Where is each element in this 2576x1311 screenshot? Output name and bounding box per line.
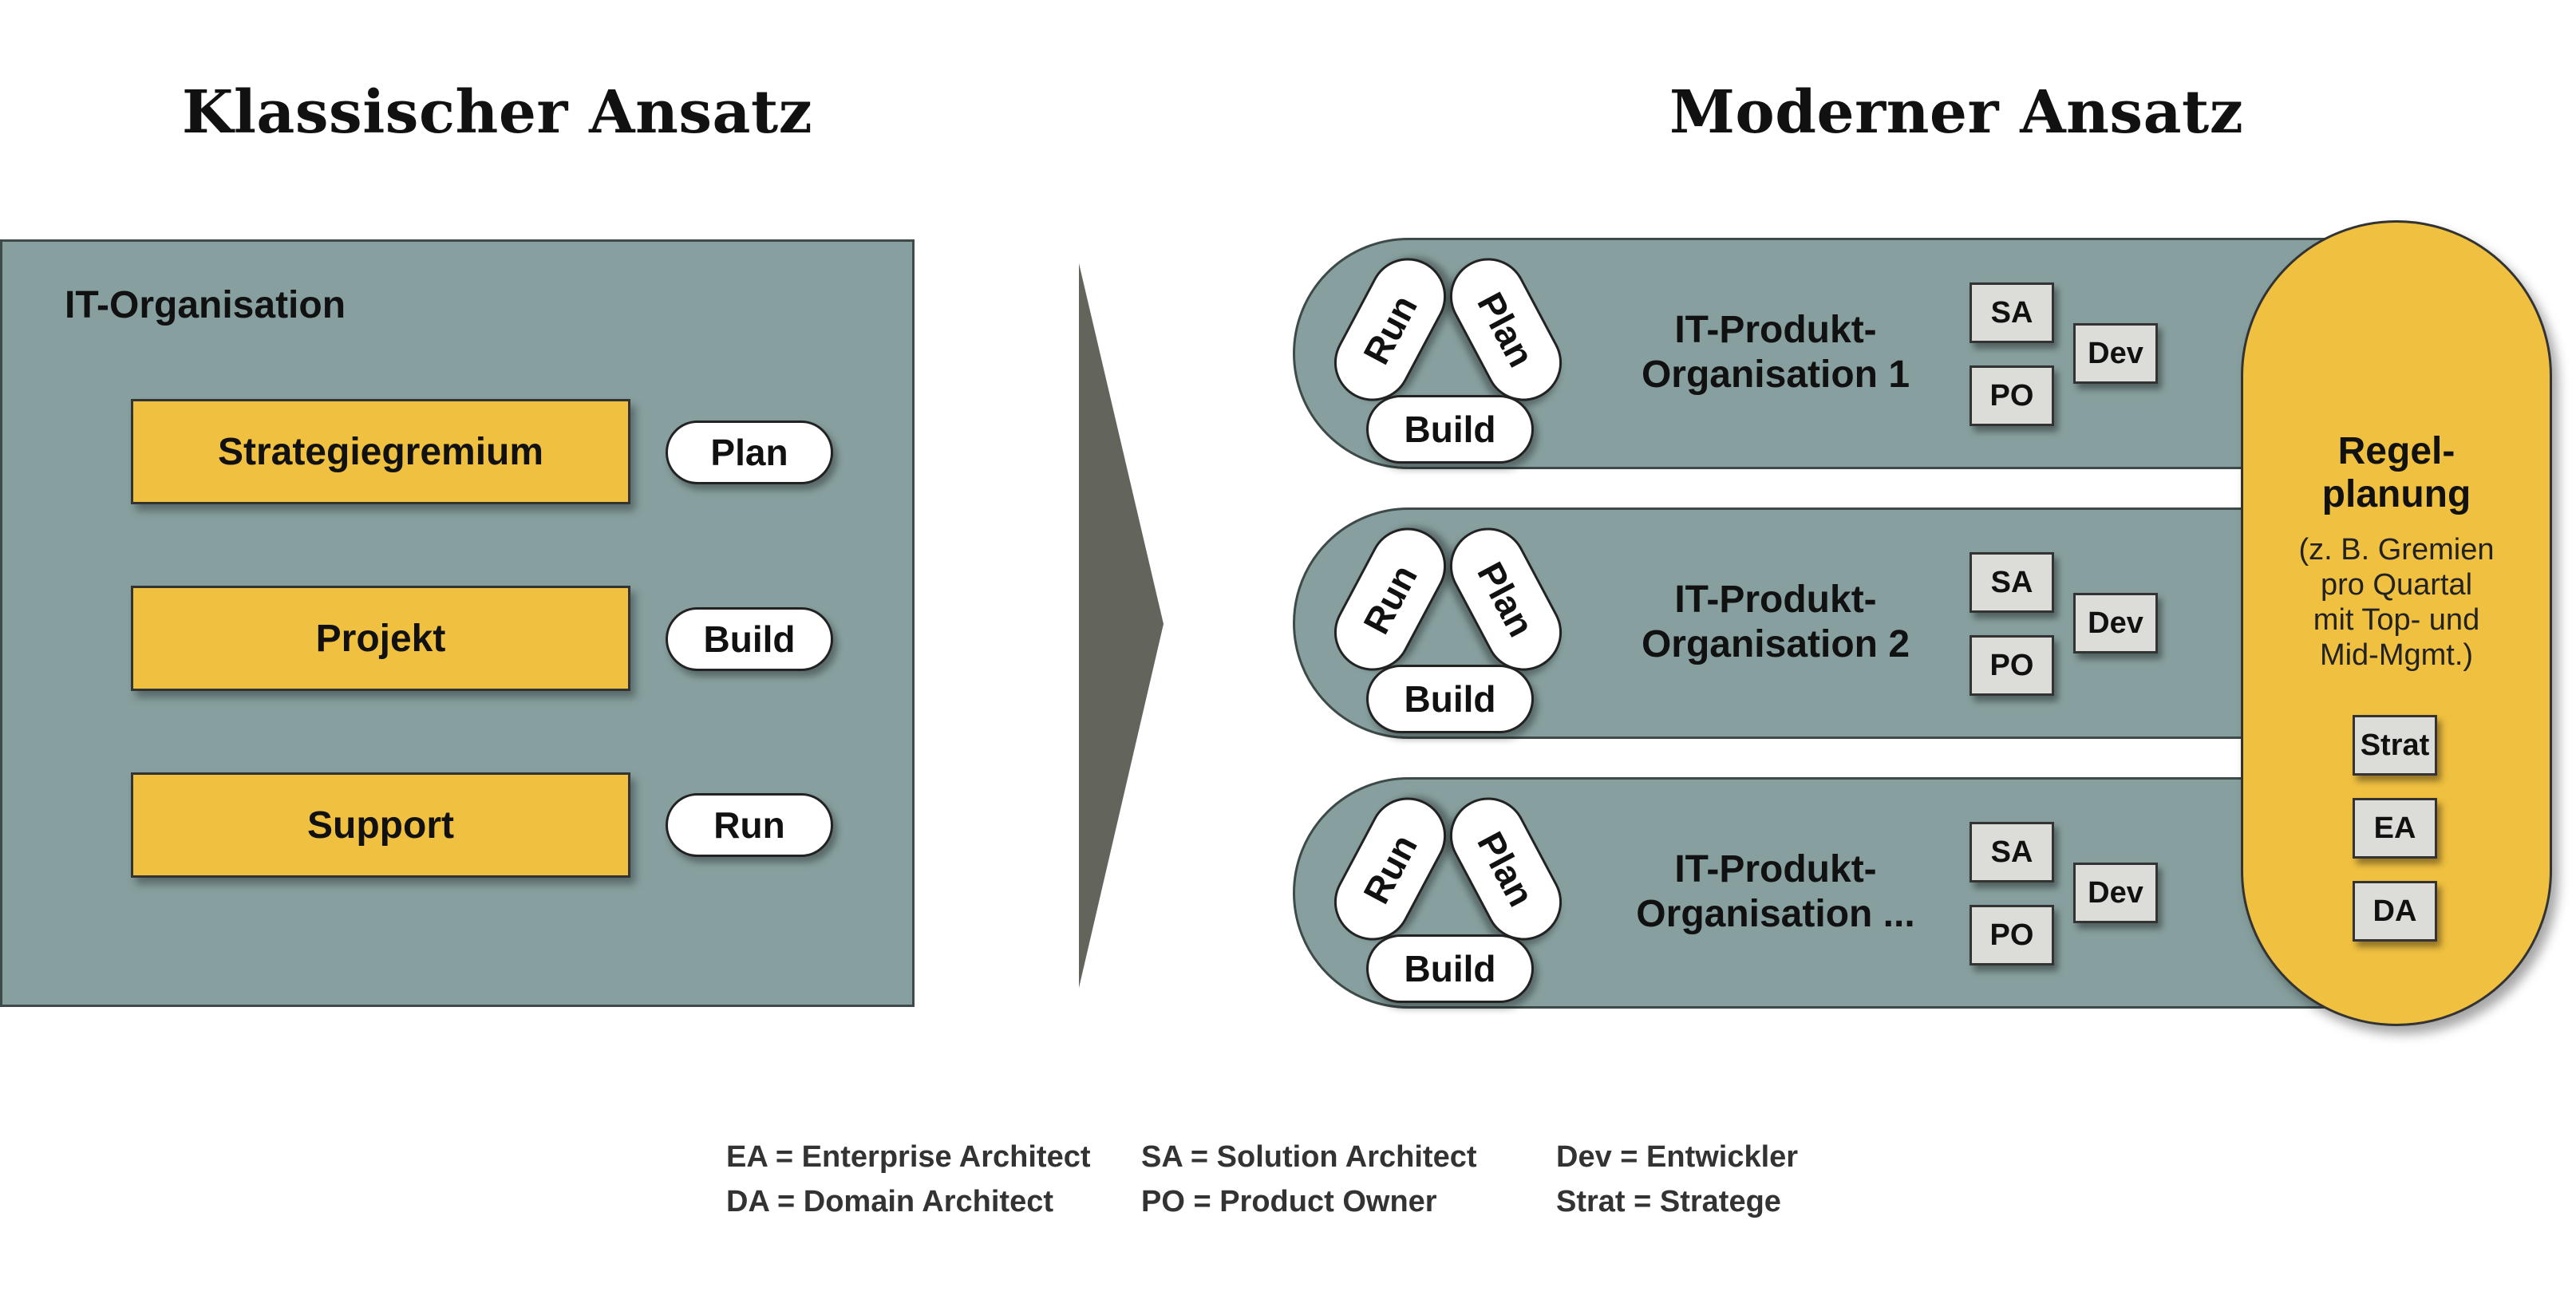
strategy-box: Strategiegremium xyxy=(131,399,630,504)
sa-box-1: SA xyxy=(1970,282,2054,343)
legend-po: PO = Product Owner xyxy=(1141,1185,1437,1218)
support-box: Support xyxy=(131,772,630,878)
regelplanung-capsule: Regel-planung (z. B. Gremien pro Quartal… xyxy=(2241,220,2552,1026)
po-box-1: PO xyxy=(1970,365,2054,426)
sa-box-2: SA xyxy=(1970,552,2054,613)
legend-ea: EA = Enterprise Architect xyxy=(726,1140,1091,1174)
transition-arrow xyxy=(1079,263,1164,988)
product-label-3: IT-Produkt-Organisation ... xyxy=(1636,848,1915,935)
legend-col-3: Dev = Entwickler Strat = Stratege xyxy=(1556,1135,1798,1224)
dev-box-3: Dev xyxy=(2073,863,2158,923)
sa-box-3: SA xyxy=(1970,822,2054,883)
project-box: Projekt xyxy=(131,586,630,691)
product-label-1: IT-Produkt-Organisation 1 xyxy=(1641,309,1910,396)
dev-box-1: Dev xyxy=(2073,323,2158,384)
po-box-2: PO xyxy=(1970,635,2054,696)
cycle-build-1: Build xyxy=(1366,395,1534,464)
ea-box: EA xyxy=(2353,798,2437,859)
right-title: Moderner Ansatz xyxy=(1669,78,2244,147)
da-box: DA xyxy=(2353,881,2437,942)
cycle-build-3: Build xyxy=(1366,934,1534,1003)
it-organisation-label: IT-Organisation xyxy=(65,284,346,326)
legend-col-2: SA = Solution Architect PO = Product Own… xyxy=(1141,1135,1477,1224)
po-box-3: PO xyxy=(1970,905,2054,965)
left-title: Klassischer Ansatz xyxy=(182,78,813,147)
legend-da: DA = Domain Architect xyxy=(726,1185,1053,1218)
regelplanung-note: (z. B. Gremien pro Quartal mit Top- und … xyxy=(2298,533,2495,672)
strat-box: Strat xyxy=(2353,715,2437,776)
dev-box-2: Dev xyxy=(2073,593,2158,654)
run-pill: Run xyxy=(666,793,833,857)
build-pill: Build xyxy=(666,607,833,671)
legend-strat: Strat = Stratege xyxy=(1556,1185,1781,1218)
cycle-build-2: Build xyxy=(1366,665,1534,733)
legend-col-1: EA = Enterprise Architect DA = Domain Ar… xyxy=(726,1135,1091,1224)
regelplanung-title: Regel-planung xyxy=(2321,430,2471,515)
product-label-2: IT-Produkt-Organisation 2 xyxy=(1641,578,1910,665)
legend-dev: Dev = Entwickler xyxy=(1556,1140,1799,1174)
legend-sa: SA = Solution Architect xyxy=(1141,1140,1477,1174)
plan-pill: Plan xyxy=(666,421,833,484)
